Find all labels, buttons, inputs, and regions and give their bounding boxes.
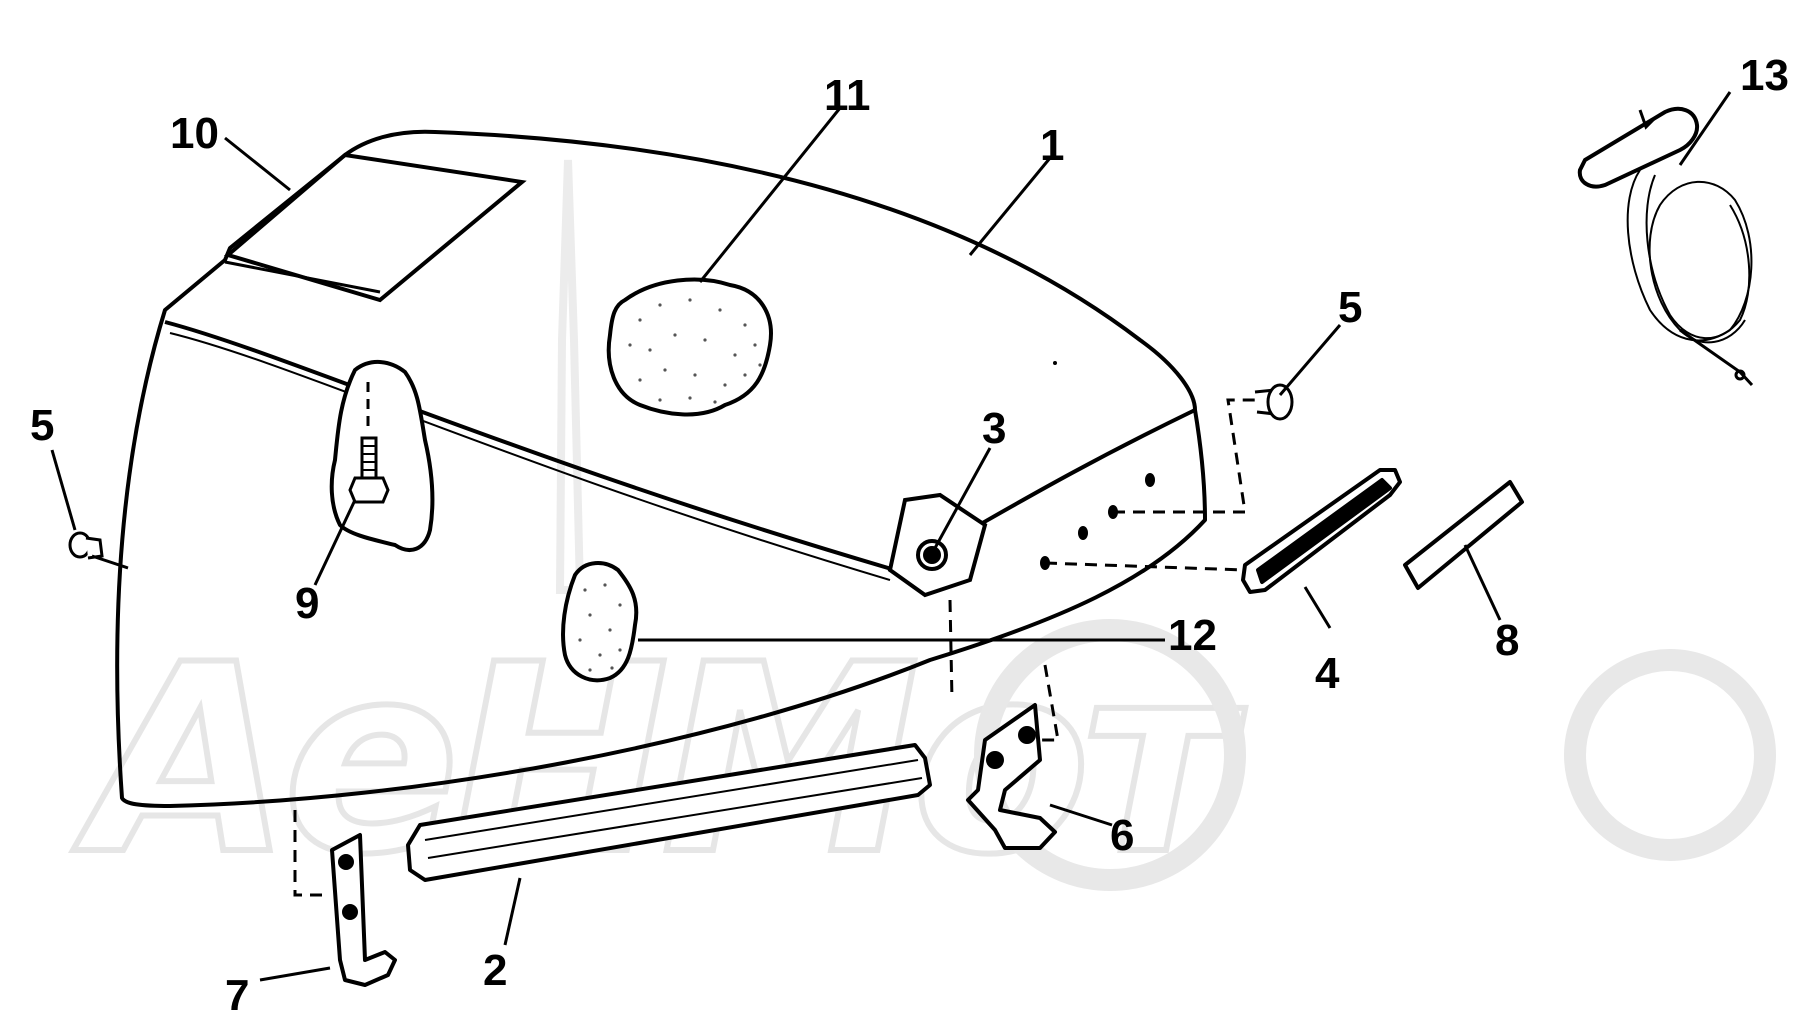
grommet-3-ring [916,539,948,571]
plug-5-left [68,531,104,560]
leader-5-right [1278,324,1342,396]
dash-6b [1040,664,1060,742]
pad-11-texture [628,298,762,404]
seal-strip-2 [406,743,932,882]
callout-10: 10 [170,109,219,158]
watermark: AeHMoт [67,159,1776,915]
leader-1 [968,157,1052,256]
leader-11 [698,107,842,283]
plug-5-right [1254,383,1294,421]
callout-2: 2 [483,946,507,995]
bolt-9-thread [362,445,376,471]
cover-crease [164,320,896,572]
plug-5-right-head [1266,383,1294,421]
callout-5-left: 5 [30,401,54,450]
pad-11 [606,277,773,417]
latch-hook-7 [330,833,397,987]
nameplate-4 [1241,468,1402,594]
bracket-6 [966,703,1057,850]
pad-12-texture [578,583,622,672]
tether-13-coil-b [1645,174,1751,340]
tether-13-clip-detail [1638,109,1657,130]
pad-11-shape [606,277,773,417]
dashed-leaders [293,398,1255,897]
cutaway-9-shape [329,360,435,552]
leader-3 [933,447,992,549]
callout-5-right: 5 [1338,283,1362,332]
callout-7: 7 [225,971,249,1020]
seal-strip-2-line2 [427,777,923,859]
leader-8 [1463,544,1502,621]
pad-12-shape [561,561,639,683]
callout-13: 13 [1740,51,1789,100]
leader-7 [259,966,331,982]
leader-13 [1678,91,1732,166]
dash-5-right [1113,398,1255,514]
nameplate-4-inner [1256,478,1392,584]
callout-6: 6 [1110,811,1134,860]
top-decal-shape [223,152,527,303]
cutaway-9 [329,360,435,552]
latch-hook-7-hole1 [338,854,354,870]
leader-5-left-to-cover [91,554,129,570]
bolt-9-shank [360,436,378,480]
decal-8 [1403,480,1524,590]
cover-holes [1040,361,1155,570]
callout-labels: 10 11 1 13 5 5 3 9 12 4 8 6 7 2 [30,51,1789,1020]
bracket-6-hole2 [1018,726,1036,744]
dash-6a [948,599,954,701]
cover-crease-inner [169,332,891,581]
top-decal [223,152,527,303]
hole-e [1053,361,1057,365]
decal-8-shape [1403,480,1524,590]
watermark-spire [555,159,585,594]
hole-c [1078,526,1088,540]
leader-6 [1049,803,1113,827]
tether-13-end-ring [1734,369,1746,381]
latch-hook-7-shape [330,833,397,987]
latch-hook-7-hole2 [342,904,358,920]
tether-13 [1577,106,1754,387]
seal-strip-2-line1 [424,759,919,841]
callout-1: 1 [1040,121,1064,170]
bracket-6-hole1 [986,751,1004,769]
leader-4 [1303,586,1332,629]
tether-13-clip [1577,106,1700,189]
leader-9 [313,499,357,586]
dash-7 [293,810,330,897]
callout-8: 8 [1495,616,1519,665]
leader-10 [224,136,291,192]
callout-9: 9 [295,579,319,628]
hole-a [1145,473,1155,487]
plug-5-left-shank [85,536,104,560]
grommet-3-hole [923,546,941,564]
bolt-9-head [348,476,390,504]
leader-2 [503,877,522,946]
tether-13-coil-a [1626,169,1753,344]
callout-3: 3 [982,404,1006,453]
callout-11: 11 [824,71,871,120]
callout-4: 4 [1315,649,1340,698]
leader-lines [50,91,1732,982]
watermark-wheel-right [1564,649,1776,861]
cover-outline [115,129,1207,808]
dash-4 [1044,561,1246,572]
callout-12: 12 [1168,611,1217,660]
leader-5-left [50,449,77,531]
pad-12 [561,561,639,683]
